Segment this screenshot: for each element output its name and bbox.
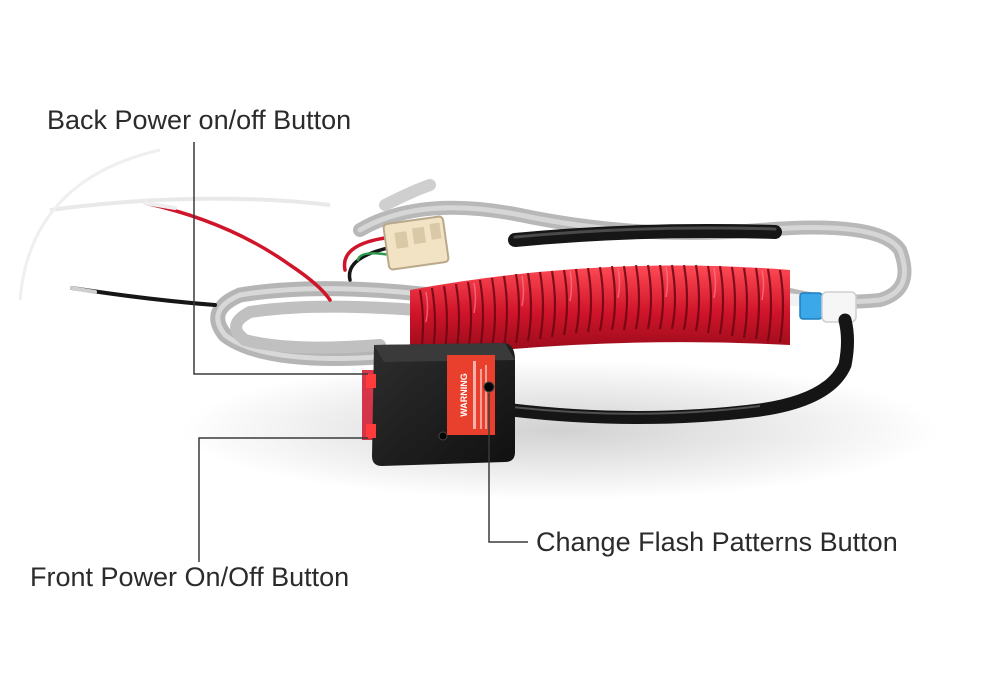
red-coiled-cord <box>410 264 790 361</box>
flash-pattern-button[interactable] <box>483 381 495 393</box>
black-sleeve-lead <box>505 313 854 424</box>
white-connector <box>382 215 450 271</box>
back-power-leader <box>193 142 368 375</box>
black-sleeve-top <box>508 224 782 247</box>
front-power-switch[interactable] <box>366 424 376 438</box>
front-power-leader <box>198 437 368 562</box>
flash-pattern-leader <box>488 393 528 543</box>
warning-sticker-text: WARNING <box>459 373 469 417</box>
front-power-callout: Front Power On/Off Button <box>30 562 350 592</box>
control-module: WARNING <box>362 343 515 466</box>
flash-patterns-callout: Change Flash Patterns Button <box>536 527 898 557</box>
flying-leads <box>70 201 392 307</box>
callout-leader-lines <box>193 142 528 562</box>
warning-sticker <box>447 355 495 435</box>
back-power-switch[interactable] <box>366 374 376 388</box>
back-power-callout: Back Power on/off Button <box>47 105 352 135</box>
